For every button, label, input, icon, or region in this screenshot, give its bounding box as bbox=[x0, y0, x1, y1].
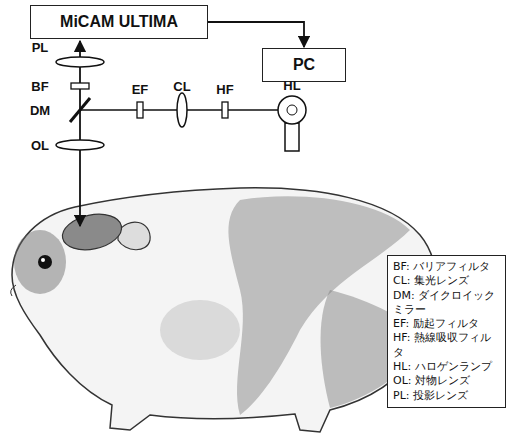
part-label: CL bbox=[173, 79, 190, 94]
signal-arrow bbox=[208, 22, 304, 47]
legend-entry: PL: 投影レンズ bbox=[393, 389, 500, 403]
projection-lens bbox=[56, 57, 104, 67]
optical-axis bbox=[79, 41, 81, 226]
part-label: EF bbox=[132, 82, 149, 97]
legend-entry: DM: ダイクロイック ミラー bbox=[393, 289, 500, 318]
part-label: PL bbox=[32, 40, 49, 55]
box-title: MiCAM ULTIMA bbox=[60, 13, 178, 31]
guinea-pig bbox=[11, 188, 437, 432]
legend-entry: OL: 対物レンズ bbox=[393, 374, 500, 388]
legend-entry: EF: 励起フィルタ bbox=[393, 317, 500, 331]
part-label: HL bbox=[283, 78, 300, 93]
dichroic-mirror bbox=[70, 98, 90, 122]
legend-entry: BF: バリアフィルタ bbox=[393, 260, 500, 274]
halogen-lamp bbox=[278, 96, 306, 151]
barrier-filter bbox=[71, 83, 89, 89]
part-label: OL bbox=[31, 138, 49, 153]
device-box: MiCAM ULTIMA bbox=[30, 5, 208, 39]
legend-entry: HF: 熱線吸収フィルタ bbox=[393, 331, 500, 360]
objective-lens bbox=[56, 140, 104, 150]
condenser-lens bbox=[177, 93, 187, 127]
part-label: BF bbox=[31, 79, 48, 94]
part-label: DM bbox=[30, 103, 50, 118]
computer-box: PC bbox=[262, 48, 346, 82]
legend-entry: CL: 集光レンズ bbox=[393, 274, 500, 288]
part-label: HF bbox=[216, 82, 233, 97]
legend-entry: HL: ハロゲンランプ bbox=[393, 360, 500, 374]
excitation-filter bbox=[137, 102, 143, 118]
box-title: PC bbox=[293, 56, 315, 74]
heat-filter bbox=[222, 102, 228, 118]
abbreviation-box: BF: バリアフィルタCL: 集光レンズDM: ダイクロイック ミラーEF: 励… bbox=[387, 255, 506, 408]
